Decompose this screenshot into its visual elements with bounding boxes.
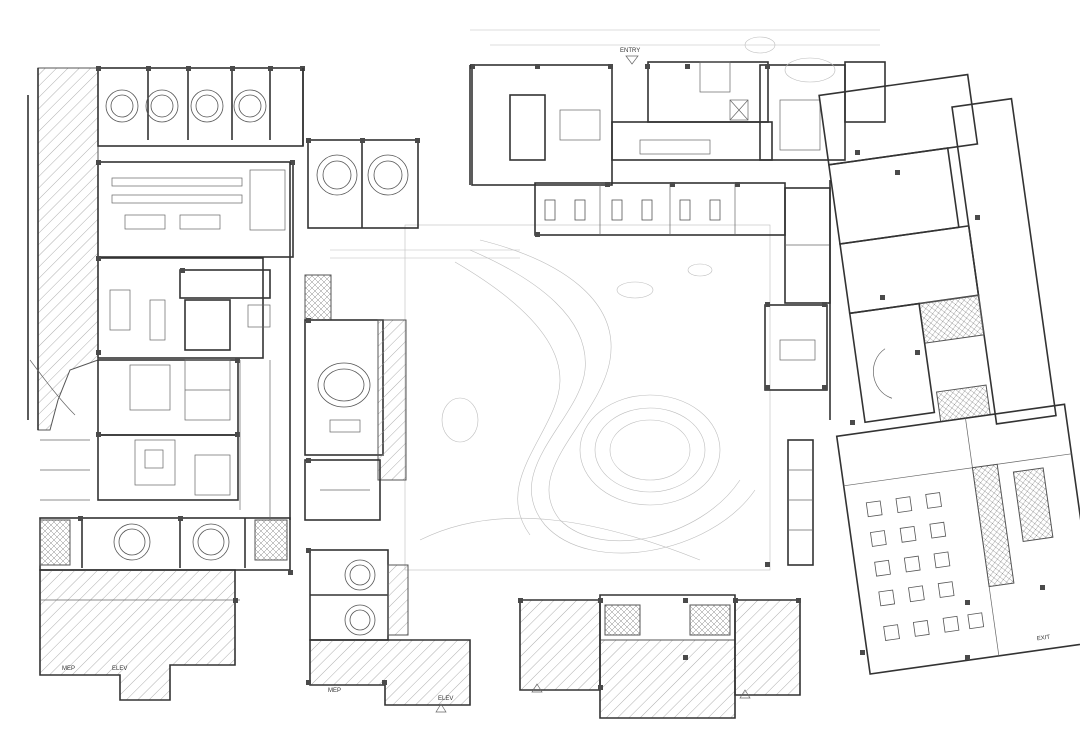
plan-tag-elev-mid: ELEV [438, 696, 453, 702]
booth-seating [544, 199, 721, 221]
dining-table-grid [865, 492, 985, 641]
outer-wall-lines [239, 65, 831, 520]
plan-tag-mep-mid: MEP [328, 688, 341, 694]
round-table-set [105, 89, 267, 123]
center-right-column [764, 187, 831, 566]
plan-tag-mep-left: MEP [62, 666, 75, 672]
right-rotated-wing: EXIT [818, 73, 1080, 675]
plan-tag-entry: ENTRY [620, 48, 640, 54]
left-curved-wing [27, 67, 99, 431]
left-building-block: MEP ELEV [39, 67, 304, 701]
inner-left-strip: MEP ELEV [304, 139, 471, 713]
bottom-center-retail [519, 594, 801, 719]
plan-tag-elev-left: ELEV [112, 666, 127, 672]
structural-columns [78, 64, 1045, 690]
top-center-block: ENTRY [470, 29, 886, 236]
central-courtyard [330, 224, 771, 571]
plan-tag-exit: EXIT [1037, 635, 1051, 643]
